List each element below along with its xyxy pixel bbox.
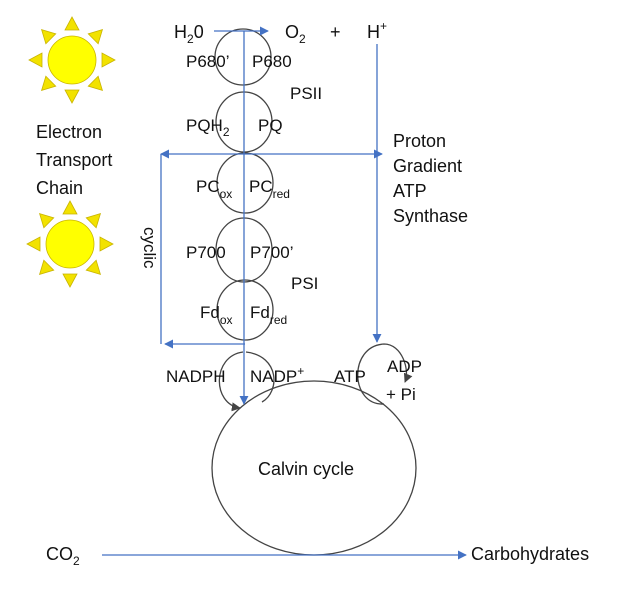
label-nadph: NADPH <box>166 367 226 386</box>
label-plus-pi: + Pi <box>386 385 416 404</box>
sun-ray <box>87 75 104 92</box>
label-proton-gradient: Proton Gradient ATP Synthase <box>393 131 468 226</box>
loop-atp <box>357 343 413 405</box>
loop-nadp <box>245 351 275 403</box>
label-co2: CO2 <box>46 544 80 568</box>
sun-icon <box>26 200 114 288</box>
sun-ray <box>40 75 57 92</box>
label-plus: + <box>330 22 341 42</box>
label-electron-transport: Electron Transport Chain <box>36 122 117 198</box>
label-atp: ATP <box>334 367 366 386</box>
label-adp: ADP <box>387 357 422 376</box>
label-calvin-cycle: Calvin cycle <box>258 459 354 479</box>
label-fd-ox: Fdox <box>200 303 233 327</box>
sun-ray <box>64 89 80 104</box>
label-pq: PQ <box>258 116 283 135</box>
label-psi: PSI <box>291 274 318 293</box>
loop-p680 <box>214 28 272 86</box>
loop-nadph <box>218 351 244 412</box>
sun-ray <box>85 212 102 229</box>
sun-ray <box>101 52 116 68</box>
label-p680-prime: P680’ <box>186 52 229 71</box>
label-h2o: H20 <box>174 22 204 46</box>
label-pqh2: PQH2 <box>186 116 230 139</box>
sun-ray <box>38 212 55 229</box>
label-carbohydrates: Carbohydrates <box>471 544 589 564</box>
label-p700-prime: P700’ <box>250 243 293 262</box>
label-o2: O2 <box>285 22 306 46</box>
sun-ray <box>62 273 78 288</box>
sun-icon <box>28 16 116 104</box>
label-fd-red: Fdred <box>250 303 287 327</box>
label-p700: P700 <box>186 243 226 262</box>
sun-ray <box>85 259 102 276</box>
sun-ray <box>26 236 41 252</box>
sun-ray <box>62 200 78 215</box>
sun-ray <box>64 16 80 31</box>
sun-ray <box>28 52 43 68</box>
sun-ray <box>38 259 55 276</box>
sun-ray <box>99 236 114 252</box>
sun-ray <box>40 28 57 45</box>
label-p680: P680 <box>252 52 292 71</box>
label-cyclic: cyclic <box>140 227 159 269</box>
loop-fd <box>216 279 274 341</box>
sun-ray <box>87 28 104 45</box>
label-pc-red: PCred <box>249 177 290 201</box>
flow-arrows <box>102 26 467 560</box>
label-psii: PSII <box>290 84 322 103</box>
label-h-plus: H+ <box>367 19 387 42</box>
label-pc-ox: PCox <box>196 177 232 201</box>
sun-disc <box>47 35 97 85</box>
loop-pc <box>216 152 274 214</box>
label-nadp-plus: NADP+ <box>250 364 304 386</box>
sun-disc <box>45 219 95 269</box>
